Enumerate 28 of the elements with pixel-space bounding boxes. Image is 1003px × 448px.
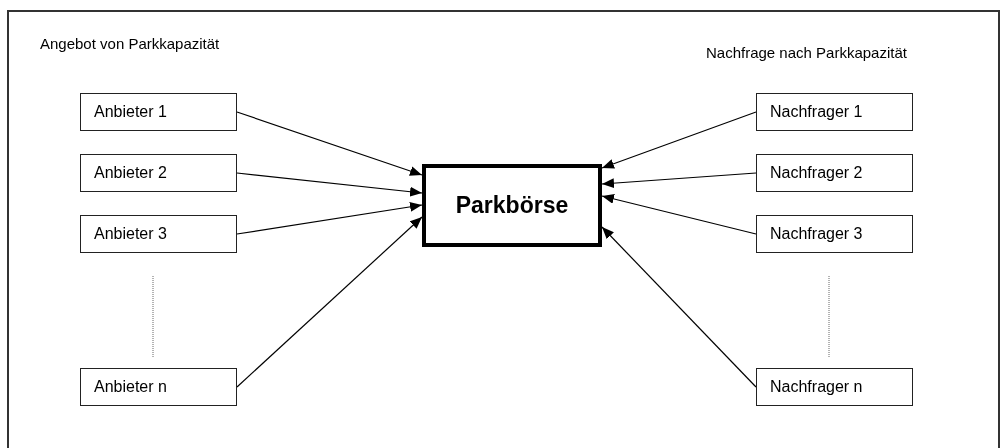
- participant-box: [80, 93, 237, 131]
- central-box: [422, 164, 602, 247]
- section-heading: Angebot von Parkkapazität: [40, 34, 220, 54]
- node-title: Parkbörse: [455, 191, 569, 221]
- participant-box: [80, 154, 237, 192]
- arrow: [236, 216, 423, 388]
- participant-box: [756, 93, 913, 131]
- participant-box: [80, 215, 237, 253]
- node-label: Anbieter n: [94, 377, 167, 397]
- node-label: Nachfrager n: [770, 377, 863, 397]
- node-label: Nachfrager 3: [770, 224, 863, 244]
- participant-box: [756, 154, 913, 192]
- node-label: Nachfrager 2: [770, 163, 863, 183]
- arrow: [601, 194, 757, 235]
- arrow: [236, 172, 423, 197]
- node-label: Anbieter 3: [94, 224, 167, 244]
- node-label: Nachfrager 1: [770, 102, 863, 122]
- arrow: [601, 172, 757, 189]
- arrow: [601, 226, 757, 388]
- arrow: [236, 201, 423, 235]
- node-label: Anbieter 2: [94, 163, 167, 183]
- section-heading: Nachfrage nach Parkkapazität: [706, 43, 907, 63]
- participant-box: [756, 215, 913, 253]
- participant-box: [80, 368, 237, 406]
- arrow: [236, 111, 423, 176]
- node-label: Anbieter 1: [94, 102, 167, 122]
- participant-box: [756, 368, 913, 406]
- arrow: [601, 111, 757, 169]
